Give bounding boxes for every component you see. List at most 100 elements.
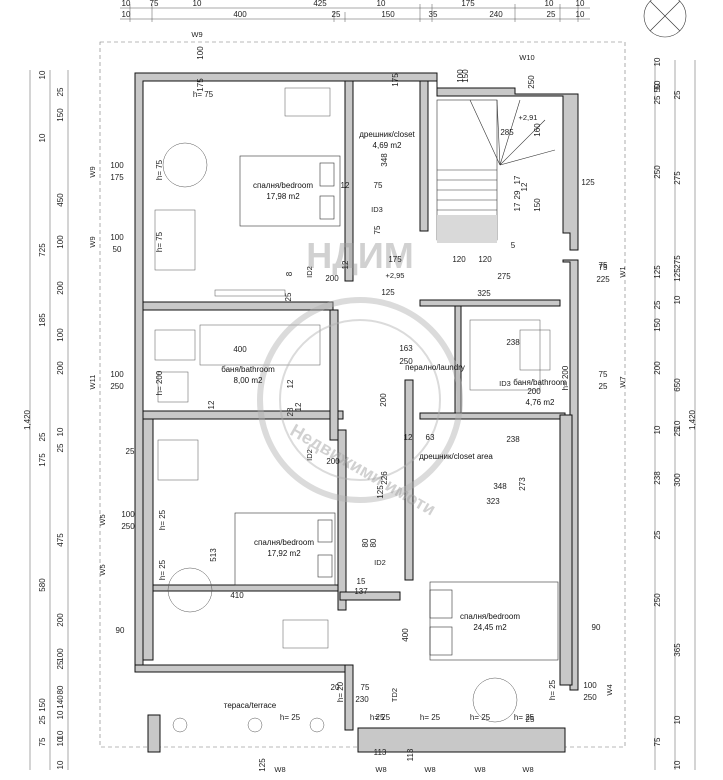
dimension-text: 125 [653,265,662,279]
dimension-text: h= 25 [420,713,441,722]
dimension-text: 150 [56,108,65,122]
dimension-text: 63 [426,433,435,442]
room-closet-top-area: 4,69 m2 [373,141,402,150]
dimension-text: 100 [110,161,124,170]
dimension-text: 230 [355,695,369,704]
window-label: W10 [519,53,534,62]
bed-1 [239,155,341,227]
dimension-text: 20 [331,683,340,692]
dimension-text: 400 [233,10,247,19]
dimension-text: 75 [150,0,159,8]
dimension-text: 25 [284,292,293,301]
dimension-text: 50 [113,245,122,254]
room-terrace-name: тераса/terrace [224,701,277,710]
dimension-text: 150 [461,69,470,83]
dimension-text: 125 [381,288,395,297]
dimension-text: 25 [38,432,47,441]
dimension-text: 25 [126,447,135,456]
dimension-text: 125 [258,758,267,772]
dimension-text: 200 [326,457,340,466]
dimension-text: 25 [599,382,608,391]
dimension-text: 100 [456,69,465,83]
side-dimension-lines [29,60,696,770]
room-bedroom-1-area: 17,98 m2 [266,192,300,201]
room-bedroom-3-area: 24,45 m2 [473,623,507,632]
dimension-text: 10 [653,425,662,434]
dimension-text: 5 [511,241,516,250]
door-label: ID3 [499,379,511,388]
dimension-text: 25 [673,427,682,436]
dimension-text: 75 [599,263,608,272]
roof-outline [99,41,626,748]
dimension-text: 238 [506,435,520,444]
dimension-text: h= 75 [155,231,164,252]
window-label: W4 [605,684,614,695]
dimension-text: h= 75 [155,159,164,180]
dimension-text: 75 [361,683,370,692]
dimension-text: h= 200 [155,370,164,395]
dimension-text: 275 [673,255,682,269]
dimension-text: 250 [653,165,662,179]
door-label: ID3 [371,205,383,214]
dimension-text: h= 20 [336,681,345,702]
dimension-text: 25 [673,90,682,99]
dimension-text: 10 [653,57,662,66]
dimension-text: 28 [286,407,295,416]
dimension-text: 10 [673,295,682,304]
dimension-text: 250 [110,382,124,391]
dimension-text: 120 [478,255,492,264]
dimension-text: 29 [513,190,522,199]
dimension-text: 12 [341,260,350,269]
window-label: W8 [424,765,435,774]
dimension-text: 25 [56,87,65,96]
dimension-text: 25 [653,530,662,539]
dimension-text: 10 [673,715,682,724]
dimension-text: 10 [673,760,682,769]
dimension-text: 75 [373,225,382,234]
dimension-text: h= 200 [561,365,570,390]
dimension-text: 10 [122,10,131,19]
dimension-text: h= 25 [280,713,301,722]
dimension-text: 238 [506,338,520,347]
dimension-text: 200 [56,281,65,295]
dimension-text: 125 [376,485,385,499]
window-label: W5 [98,564,107,575]
dimension-text: 225 [596,275,610,284]
dimension-text: 250 [399,357,413,366]
dimension-text: 175 [110,173,124,182]
dimension-text: 250 [527,75,536,89]
dimension-text: 100 [110,370,124,379]
dimension-text: h= 25 [514,713,535,722]
dimension-text: h= 25 [158,559,167,580]
dimension-text: 10 [545,0,554,8]
dimension-text: 175 [38,453,47,467]
dimension-text: 285 [500,128,514,137]
dimension-text: 100 [121,510,135,519]
dimension-text: 100 [56,648,65,662]
bed-2 [234,512,336,586]
door-labels: ID3 ID3 ID2 ID2 ID2 TD2 [305,205,511,702]
dimension-text: 125 [673,268,682,282]
dimension-text: 75 [38,737,47,746]
top-dimension-lines [120,4,590,22]
dimension-text: 80 [361,538,370,547]
north-arrow-icon [643,0,687,38]
dimension-text: 650 [673,378,682,392]
dimension-text: 100 [56,328,65,342]
dimension-text: 80 [56,685,65,694]
dimension-text: 1,420 [688,409,697,430]
dimension-text: 50 [653,83,662,92]
dimension-text: 1,420 [23,409,32,430]
dimension-text: 273 [518,477,527,491]
dimension-text: 240 [489,10,503,19]
dimension-text: 175 [391,73,400,87]
dimension-text: h= 25 [470,713,491,722]
dimension-text: 150 [38,698,47,712]
dimension-text: 25 [38,715,47,724]
dimension-text: 100 [196,46,205,60]
dimension-text: 200 [56,361,65,375]
watermark: НДИМ Недвижими имоти [257,235,463,520]
dimension-text: 25 [653,300,662,309]
dimension-text: 25 [332,10,341,19]
